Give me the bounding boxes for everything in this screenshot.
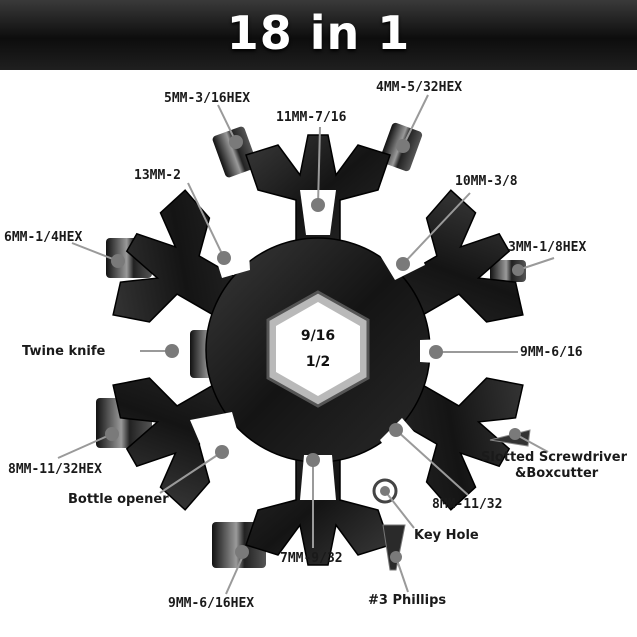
- label-8mm: 8MM-11/32: [432, 497, 503, 512]
- label-slotted-screwdriver: Slotted Screwdriver: [481, 450, 628, 465]
- label-9mm: 9MM-6/16: [520, 345, 583, 360]
- label-bottle-opener: Bottle opener: [68, 492, 169, 507]
- label-key-hole: Key Hole: [414, 528, 479, 543]
- label-5mm-hex: 5MM-3/16HEX: [164, 91, 251, 106]
- banner-title: 18 in 1: [226, 6, 411, 60]
- label-13mm: 13MM-2: [134, 168, 181, 183]
- label-7mm: 7MM-9/32: [280, 551, 343, 566]
- label-3mm-hex: 3MM-1/8HEX: [508, 240, 587, 255]
- center-hex-hole: [266, 290, 370, 408]
- label-9mm-hex: 9MM-6/16HEX: [168, 596, 255, 611]
- title-banner: 18 in 1: [0, 0, 637, 70]
- label-8mm-hex: 8MM-11/32HEX: [8, 462, 102, 477]
- center-label-bottom: 1/2: [305, 354, 331, 370]
- label-boxcutter: &Boxcutter: [515, 466, 599, 481]
- marker-dots: [105, 135, 524, 563]
- label-10mm: 10MM-3/8: [455, 174, 518, 189]
- label-6mm-hex: 6MM-1/4HEX: [4, 230, 83, 245]
- phillips-tip: [382, 524, 406, 571]
- label-twine-knife: Twine knife: [22, 344, 106, 359]
- center-label-top: 9/16: [300, 328, 336, 344]
- label-11mm: 11MM-7/16: [276, 110, 347, 125]
- label-phillips: #3 Phillips: [368, 593, 447, 608]
- label-4mm-hex: 4MM-5/32HEX: [376, 80, 463, 95]
- leader-lines: [57, 94, 555, 595]
